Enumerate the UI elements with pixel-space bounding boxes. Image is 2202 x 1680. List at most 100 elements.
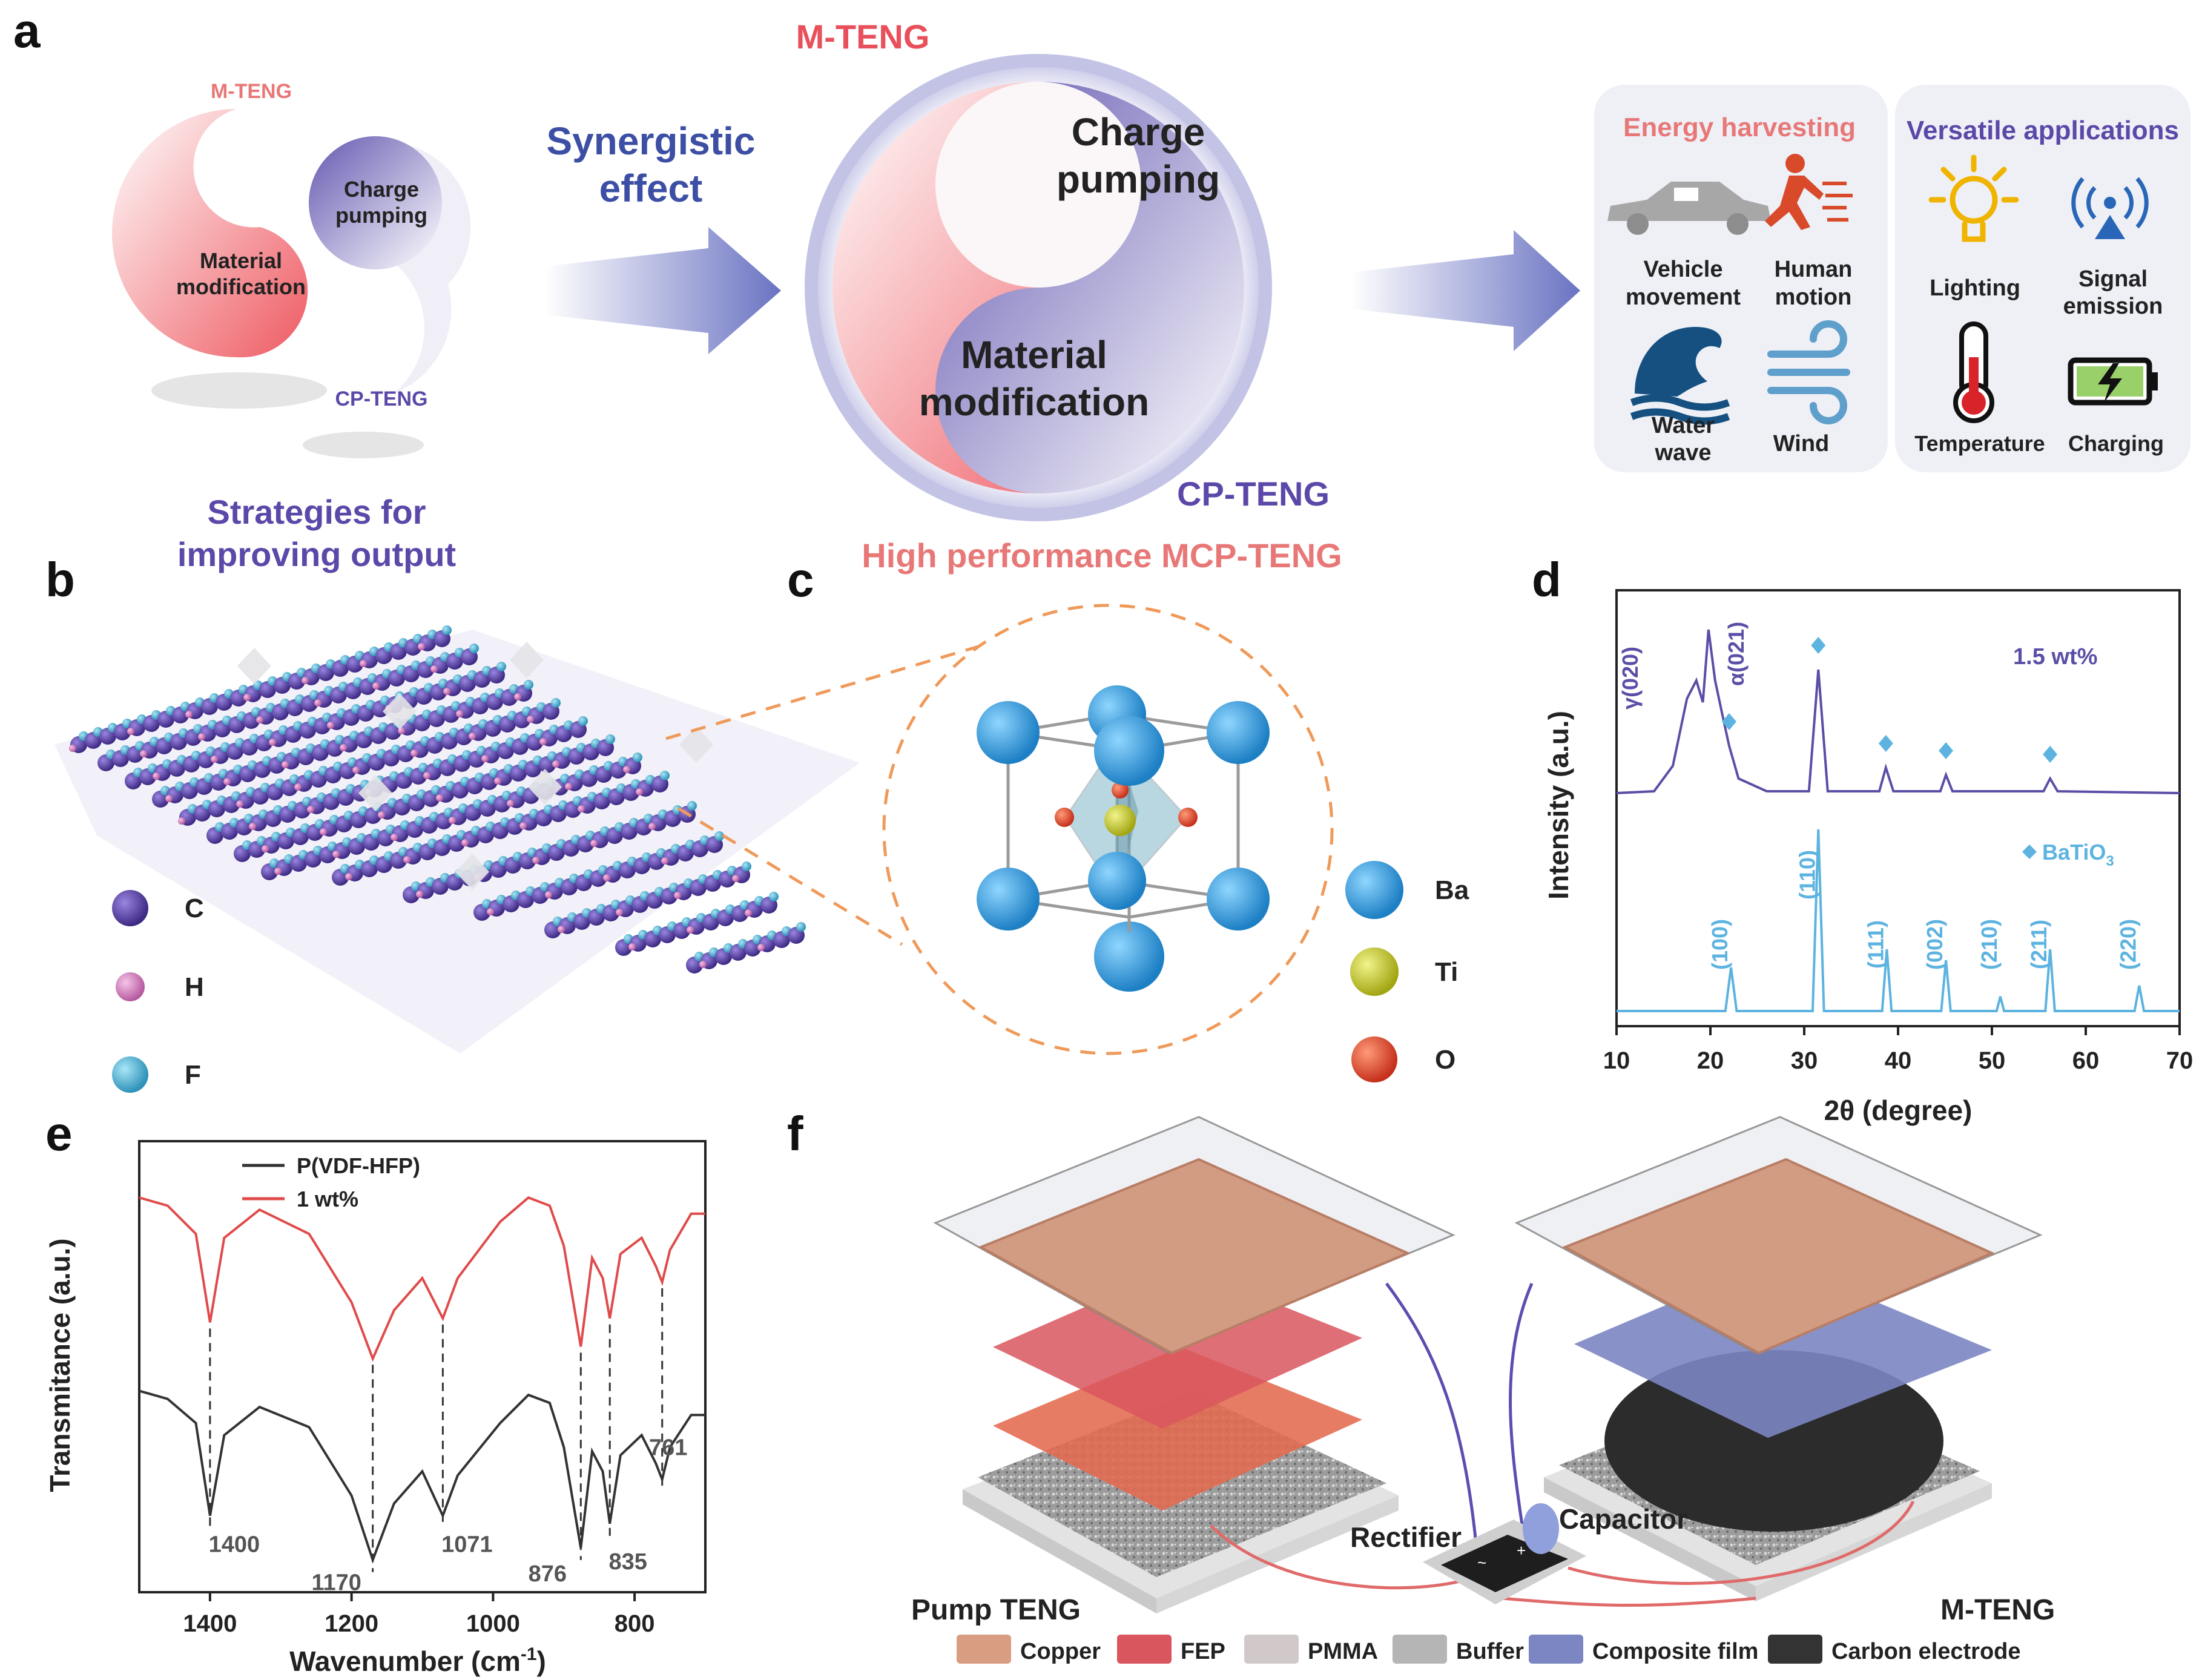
lattice-hydrogen-atom <box>211 756 218 763</box>
xrd-x-tick-label: 10 <box>1603 1047 1630 1074</box>
lattice-hydrogen-atom <box>616 909 623 916</box>
small-cpteng-label: CP-TENG <box>335 387 428 410</box>
lattice-hydrogen-atom <box>249 823 256 830</box>
lattice-fluorine-atom <box>660 771 670 780</box>
lattice-fluorine-atom <box>796 922 806 932</box>
b-legend: C H F <box>112 890 204 1093</box>
xrd-peak-label: (211) <box>2026 920 2051 969</box>
legend-swatch <box>1393 1635 1447 1664</box>
lattice-hydrogen-atom <box>282 761 289 768</box>
xrd-peak-label: (111) <box>1863 920 1888 969</box>
lattice-hydrogen-atom <box>527 716 534 723</box>
m-teng-label: M-TENG <box>1940 1594 2055 1626</box>
legend-swatch <box>1244 1635 1299 1664</box>
lattice-fluorine-atom <box>551 698 561 708</box>
blue-yang-shape <box>309 136 442 269</box>
ftir-series <box>139 1196 705 1564</box>
batio3-legend-diamond <box>2022 845 2037 859</box>
lattice-hydrogen-atom <box>378 811 385 819</box>
lattice-hydrogen-atom <box>223 778 231 785</box>
lattice-hydrogen-atom <box>757 944 765 951</box>
xrd-series <box>1616 629 2180 1012</box>
lattice-hydrogen-atom <box>69 745 76 752</box>
pvdf-legend-label: P(VDF-HFP) <box>297 1153 420 1178</box>
legend-label: Buffer <box>1456 1639 1524 1664</box>
lattice-hydrogen-atom <box>178 817 185 825</box>
xrd-peak-label: (100) <box>1707 919 1732 970</box>
energy-harvesting-box: Energy harvesting Vehicle movement Human… <box>1594 85 1888 472</box>
wind-label: Wind <box>1773 431 1830 456</box>
lattice-hydrogen-atom <box>449 817 456 824</box>
rectifier-plus-symbol: + <box>1517 1541 1526 1560</box>
car-icon <box>1607 182 1771 235</box>
lattice-hydrogen-atom <box>165 795 173 802</box>
xrd-x-tick-label: 40 <box>1885 1047 1912 1074</box>
titanium-legend-ball <box>1350 947 1399 996</box>
lattice-hydrogen-atom <box>423 772 430 779</box>
batio3-peak-diamond <box>1939 742 1954 759</box>
big-charge-label: Charge <box>1072 110 1205 154</box>
panel-letter-c: c <box>787 553 814 607</box>
lattice-hydrogen-atom <box>185 711 193 718</box>
xrd-series-line <box>1617 829 2180 1012</box>
xrd-y-axis-label: Intensity (a.u.) <box>1543 711 1574 900</box>
lattice-hydrogen-atom <box>236 800 243 808</box>
synergistic-label: Synergistic <box>546 119 755 163</box>
lattice-hydrogen-atom <box>416 891 423 898</box>
circuit-wires <box>1210 1282 1915 1607</box>
lattice-hydrogen-atom <box>314 699 321 707</box>
ftir-peak-label: 1071 <box>441 1532 493 1558</box>
ftir-peak-guides <box>209 1288 664 1572</box>
rectifier-label: Rectifier <box>1350 1521 1462 1553</box>
lattice-fluorine-atom <box>605 734 615 744</box>
lighting-label: Lighting <box>1930 275 2020 301</box>
big-yinyang: M-TENG Charge pumping Material modificat… <box>796 18 1330 521</box>
vehicle-label-2: movement <box>1626 285 1741 310</box>
water-label-1: Water <box>1652 413 1715 438</box>
apply-arrow <box>1350 230 1580 351</box>
running-person-icon <box>1765 154 1853 230</box>
lightbulb-icon <box>1928 154 2019 242</box>
big-material-label: Material <box>961 333 1107 377</box>
ftir-x-tick-label: 800 <box>615 1610 655 1637</box>
big-blue-shape <box>935 82 1244 493</box>
lattice-hydrogen-atom <box>661 857 668 865</box>
xrd-legend-batio3: BaTiO3 <box>2042 840 2114 869</box>
ftir-plot-frame <box>138 1140 707 1593</box>
ftir-legend: P(VDF-HFP) 1 wt% <box>242 1153 420 1211</box>
pump-copper-top <box>978 1158 1411 1355</box>
ftir-peak-label: 876 <box>529 1561 567 1587</box>
lattice-hydrogen-atom <box>418 643 425 650</box>
mcp-caption: High performance MCP-TENG <box>862 536 1342 575</box>
lattice-hydrogen-atom <box>332 851 340 858</box>
big-modification-label: modification <box>919 380 1149 424</box>
panel-f: f <box>787 1107 2055 1664</box>
lattice-hydrogen-atom <box>481 755 489 762</box>
lattice-hydrogen-atom <box>243 694 251 701</box>
lattice-hydrogen-atom <box>628 943 636 950</box>
barium-legend-ball <box>1345 861 1403 919</box>
panel-c: c <box>665 553 1469 1082</box>
lattice-hydrogen-atom <box>430 665 438 673</box>
small-yinyang: M-TENG Charge pumping Material modificat… <box>112 80 471 458</box>
lattice-hydrogen-atom <box>687 926 694 934</box>
big-mteng-label: M-TENG <box>796 18 930 56</box>
ftir-peak-label: 835 <box>609 1549 647 1575</box>
oxygen-legend-label: O <box>1435 1045 1455 1075</box>
carbon-legend-label: C <box>185 894 204 923</box>
embedded-nanoparticle <box>237 648 271 684</box>
panel-letter-a: a <box>13 4 41 58</box>
alpha-021-annotation: α(021) <box>1724 622 1749 686</box>
lattice-hydrogen-atom <box>461 839 469 846</box>
pump-teng-device <box>933 1116 1455 1613</box>
lattice-hydrogen-atom <box>269 739 276 746</box>
lattice-hydrogen-atom <box>745 909 752 917</box>
capacitor-label: Capacitor <box>1559 1503 1687 1535</box>
lattice-hydrogen-atom <box>352 766 360 774</box>
xrd-legend-composite: 1.5 wt% <box>2013 644 2097 670</box>
lattice-hydrogen-atom <box>699 961 707 968</box>
signal-label-1: Signal <box>2078 266 2148 292</box>
titanium-legend-label: Ti <box>1435 957 1458 987</box>
